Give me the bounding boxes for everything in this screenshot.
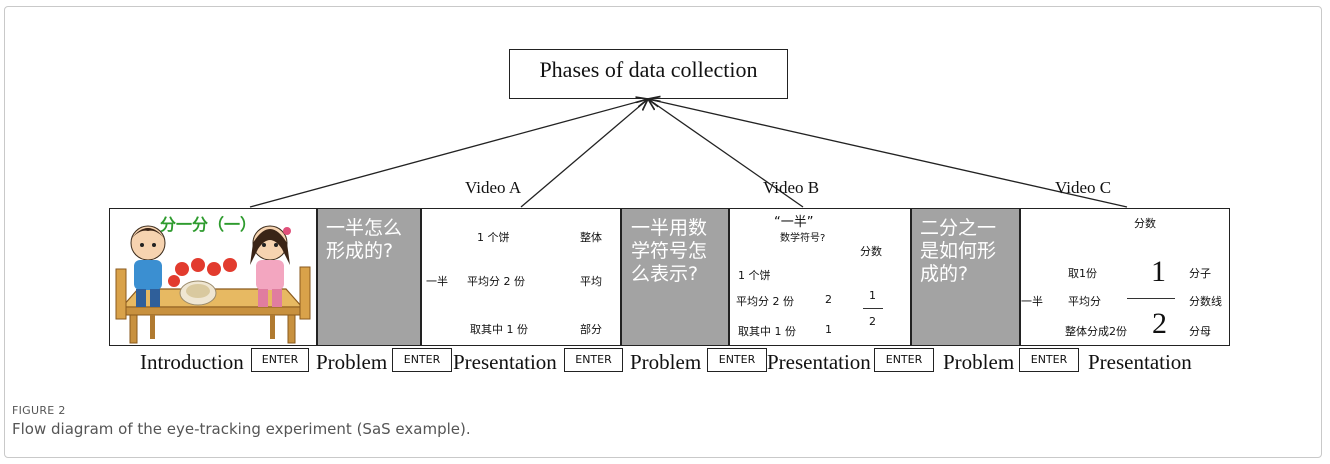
pres-a-right-3: 部分 (580, 323, 602, 336)
video-b-label: Video B (763, 178, 820, 197)
pres-c-left: 一半 (1021, 295, 1043, 308)
diagram-title: Phases of data collection (539, 57, 758, 82)
problem-panel-1: 一半怎么形成的? (317, 208, 421, 346)
pres-c-frac-line (1127, 298, 1175, 299)
problem-panel-3: 二分之一是如何形成的? (911, 208, 1020, 346)
enter-key-6: ENTER (1019, 348, 1079, 372)
pres-b-row-2: 平均分 2 份 (736, 295, 794, 308)
arrow-video-a (520, 99, 648, 208)
pres-b-quote: “一半” (774, 215, 814, 230)
pres-c-right-1: 分子 (1189, 267, 1211, 280)
problem-text-2: 一半用数学符号怎么表示? (631, 217, 708, 285)
intro-title: 分一分（一） (160, 215, 257, 234)
enter-key-4: ENTER (707, 348, 767, 372)
pres-a-left: 一半 (426, 275, 448, 288)
pres-b-question: 数学符号? (780, 233, 826, 244)
phase-presentation-2: Presentation (767, 350, 871, 374)
pres-b-frac-top: 1 (869, 289, 876, 302)
video-a-label: Video A (465, 178, 522, 197)
phase-problem-3: Problem (943, 350, 1015, 374)
presentation-panel-b: “一半” 数学符号? 分数 1 个饼 平均分 2 份 取其中 1 份 2 1 1… (729, 208, 911, 346)
pres-b-row-3: 取其中 1 份 (738, 325, 796, 338)
phase-presentation-3: Presentation (1088, 350, 1192, 374)
phase-problem-2: Problem (630, 350, 702, 374)
problem-text-3: 二分之一是如何形成的? (920, 217, 997, 285)
pres-c-frac-top: 1 (1151, 255, 1166, 288)
presentation-panel-c: 分数 一半 取1份 平均分 整体分成2份 1 2 分子 分数线 分母 (1020, 208, 1230, 346)
presentation-panel-a: 一半 1 个饼 平均分 2 份 取其中 1 份 整体 平均 部分 (421, 208, 621, 346)
video-c-label: Video C (1055, 178, 1112, 197)
children-illustration (115, 225, 311, 344)
pres-a-right-1: 整体 (580, 231, 602, 244)
phase-problem-1: Problem (316, 350, 388, 374)
pres-c-row-2: 平均分 (1068, 295, 1101, 308)
pres-c-right-2: 分数线 (1189, 295, 1222, 308)
introduction-panel: 分一分（一） (109, 208, 317, 346)
pres-a-row-1: 1 个饼 (477, 231, 510, 244)
figure-caption: Flow diagram of the eye-tracking experim… (12, 420, 471, 438)
pres-a-row-3: 取其中 1 份 (470, 323, 528, 336)
pres-b-num-3: 1 (825, 323, 832, 336)
pres-c-label: 分数 (1134, 217, 1156, 230)
figure-card (4, 6, 1322, 458)
pres-b-row-1: 1 个饼 (738, 269, 771, 282)
pres-b-frac-bottom: 2 (869, 315, 876, 328)
arrow-video-c (648, 99, 1128, 208)
arrow-introduction (249, 99, 648, 208)
arrow-video-b (648, 99, 804, 208)
pres-b-label: 分数 (860, 245, 882, 258)
pres-c-row-1: 取1份 (1068, 267, 1097, 280)
phase-presentation-1: Presentation (453, 350, 557, 374)
pres-c-right-3: 分母 (1189, 325, 1211, 338)
enter-key-1: ENTER (251, 348, 309, 372)
pres-b-num-2: 2 (825, 293, 832, 306)
problem-panel-2: 一半用数学符号怎么表示? (621, 208, 729, 346)
pres-a-right-2: 平均 (580, 275, 602, 288)
enter-key-5: ENTER (874, 348, 934, 372)
problem-text-1: 一半怎么形成的? (326, 217, 403, 262)
enter-key-3: ENTER (564, 348, 623, 372)
pres-c-row-3: 整体分成2份 (1065, 325, 1127, 338)
pres-a-row-2: 平均分 2 份 (467, 275, 525, 288)
figure-label: FIGURE 2 (12, 404, 66, 417)
phase-introduction: Introduction (140, 350, 244, 374)
pres-c-frac-bottom: 2 (1152, 307, 1167, 340)
pres-b-frac-line (863, 308, 883, 309)
enter-key-2: ENTER (392, 348, 452, 372)
